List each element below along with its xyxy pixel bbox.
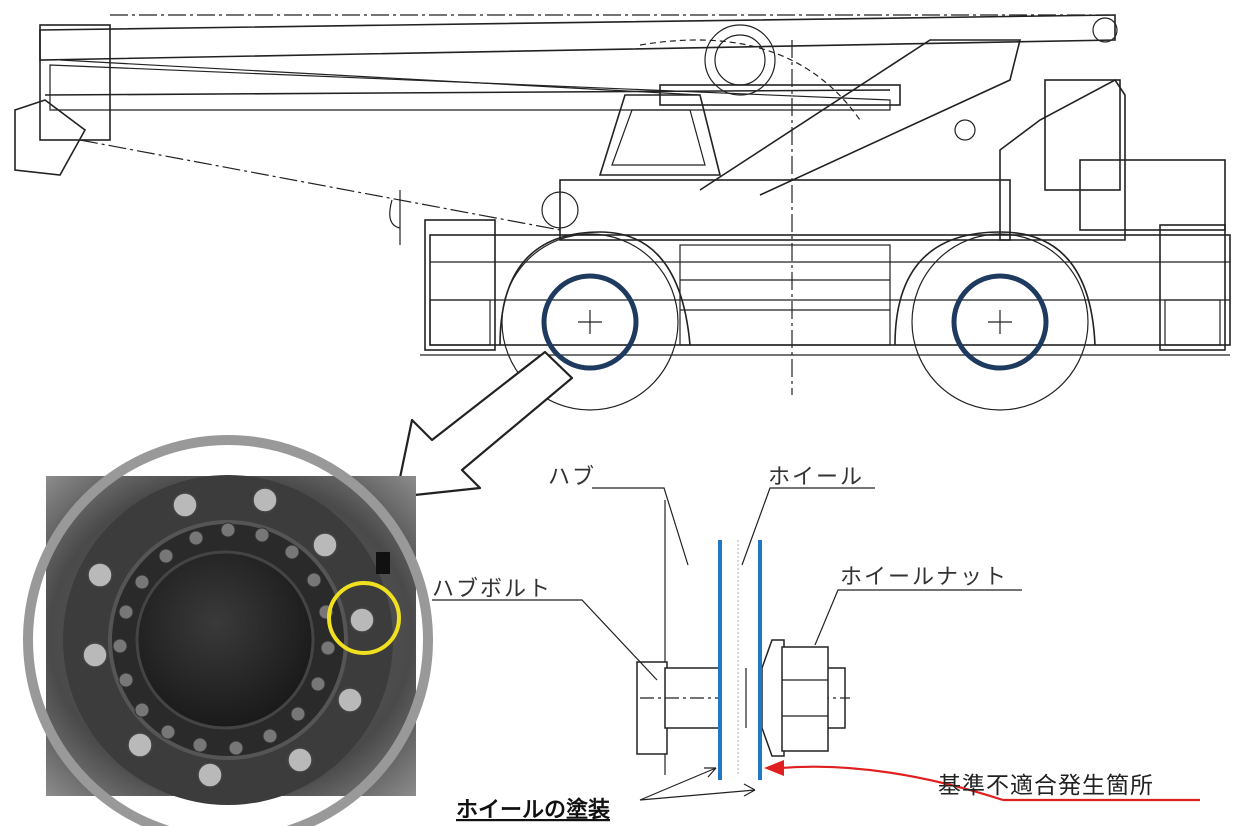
label-wheel-nut: ホイールナット bbox=[840, 565, 1008, 590]
label-hub: ハブ bbox=[548, 465, 596, 490]
front-wheel-highlight bbox=[541, 273, 639, 371]
zoom-arrow bbox=[394, 350, 574, 499]
nonconformity-arrow bbox=[764, 760, 1200, 802]
rear-wheel-highlight bbox=[951, 273, 1049, 371]
inspected-nut-circle bbox=[327, 581, 401, 655]
front-tire bbox=[501, 233, 679, 411]
label-hub-bolt: ハブボルト bbox=[432, 577, 552, 602]
wheel-hub-photo bbox=[23, 435, 433, 826]
label-wheel: ホイール bbox=[768, 465, 864, 490]
crane-drawing bbox=[14, 14, 1231, 411]
label-nonconformity-location: 基準不適合発生箇所 bbox=[938, 773, 1154, 799]
cross-section bbox=[432, 487, 1022, 801]
label-wheel-paint: ホイールの塗装 bbox=[456, 797, 610, 823]
